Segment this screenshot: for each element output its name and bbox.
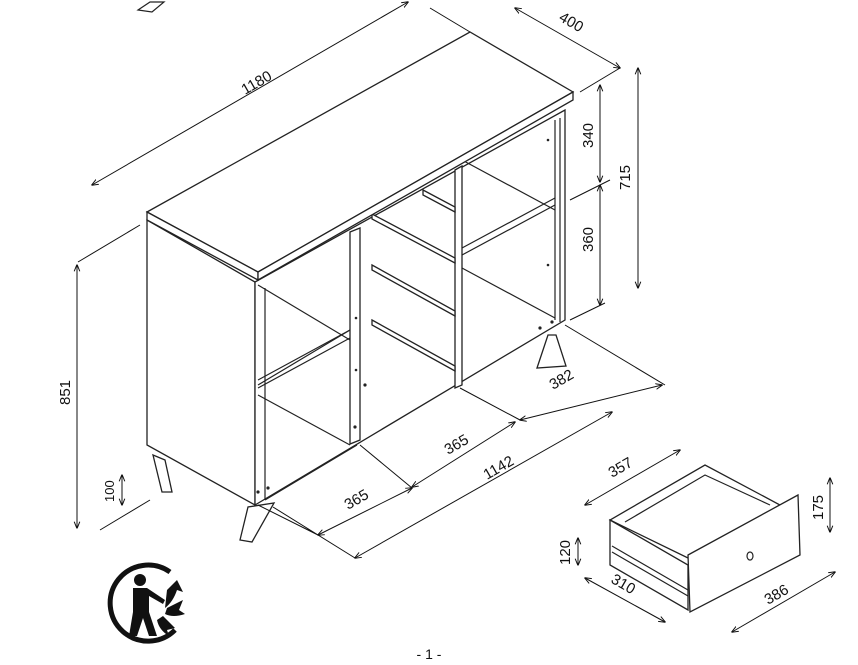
dimension-lines — [77, 2, 666, 558]
sideboard-cabinet — [145, 31, 575, 543]
leg-back-left — [152, 453, 173, 493]
label-1180: 1180 — [239, 68, 275, 99]
drawer — [578, 450, 835, 632]
label-365-middle: 365 — [442, 431, 472, 458]
shelf-left — [257, 329, 351, 389]
label-365-left: 365 — [342, 486, 372, 513]
label-715: 715 — [617, 165, 634, 190]
label-386: 386 — [762, 581, 792, 608]
label-382: 382 — [547, 366, 577, 393]
shelf-right — [461, 159, 556, 256]
label-120: 120 — [557, 540, 574, 565]
divider-left — [349, 227, 361, 445]
page-number: - 1 - — [417, 646, 442, 662]
label-360: 360 — [580, 227, 597, 252]
label-1142: 1142 — [481, 453, 517, 484]
leg-front-left — [239, 502, 276, 543]
recycling-logo-icon — [107, 562, 185, 644]
label-340: 340 — [580, 123, 597, 148]
label-175: 175 — [810, 495, 827, 520]
drawer-front — [687, 493, 801, 614]
drawer-runners — [371, 188, 456, 373]
label-400: 400 — [556, 9, 586, 36]
divider-right — [454, 164, 463, 389]
drawer-handle — [746, 551, 754, 561]
label-357: 357 — [606, 454, 636, 481]
arrow-icon — [136, 1, 166, 13]
leg-front-right — [536, 334, 567, 369]
label-851: 851 — [57, 380, 74, 405]
label-100: 100 — [102, 480, 117, 502]
